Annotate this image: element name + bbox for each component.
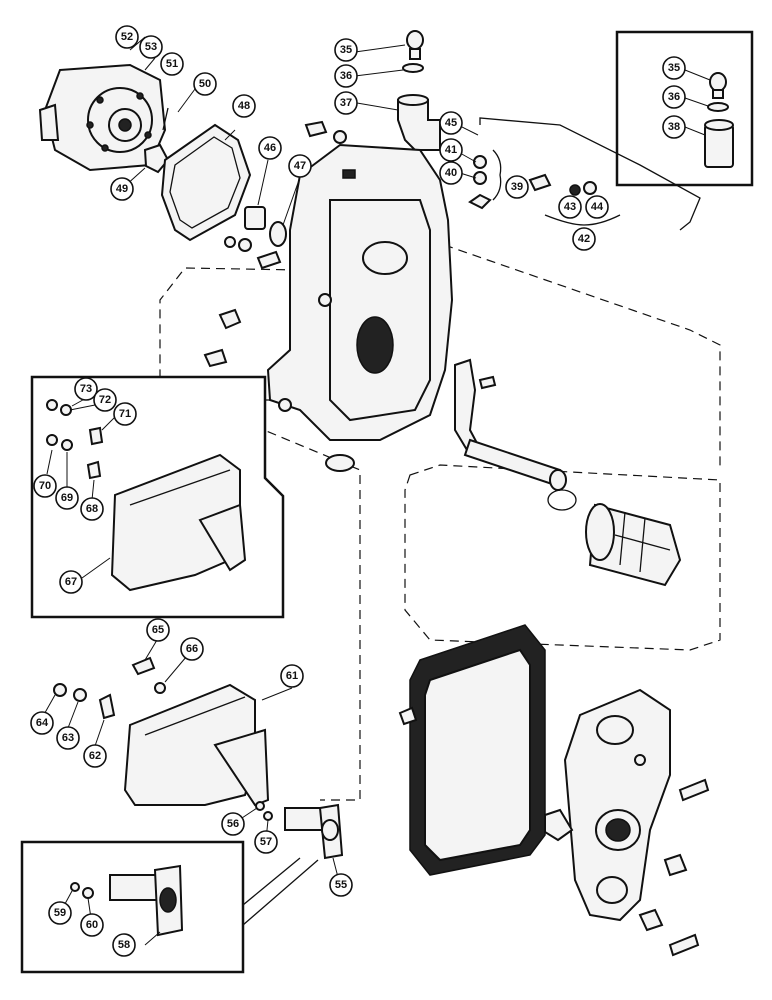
callout-number: 35 [340, 44, 352, 56]
callout: 40 [439, 161, 463, 185]
callout-number: 38 [668, 121, 680, 133]
callout-number: 42 [578, 233, 590, 245]
callout-number: 58 [118, 939, 130, 951]
callout-number: 61 [286, 670, 298, 682]
callout-number: 68 [86, 503, 98, 515]
callout-number: 70 [39, 480, 51, 492]
callout: 46 [258, 136, 282, 160]
shield-inset-box [30, 375, 285, 619]
callout: 50 [193, 72, 217, 96]
callout-number: 53 [145, 41, 157, 53]
callout: 36 [334, 64, 358, 88]
breather-cap-part [709, 72, 727, 99]
callout-number: 41 [445, 144, 457, 156]
callout-number: 73 [80, 383, 92, 395]
callout: 44 [585, 195, 609, 219]
callout: 72 [93, 388, 117, 412]
callout-number: 50 [199, 78, 211, 90]
callout: 51 [160, 52, 184, 76]
hydraulic-pump-part [38, 63, 167, 172]
callout: 62 [83, 744, 107, 768]
shaft-cap-part [255, 801, 344, 860]
callout-number: 65 [152, 624, 164, 636]
callout: 68 [80, 497, 104, 521]
filler-tube-part [704, 124, 734, 168]
callout-number: 64 [36, 717, 49, 729]
callout: 71 [113, 402, 137, 426]
callout-number: 36 [668, 91, 680, 103]
callout-number: 43 [564, 201, 576, 213]
callout: 53 [139, 35, 163, 59]
callout: 45 [439, 111, 463, 135]
callout-number: 56 [227, 818, 239, 830]
callout-number: 72 [99, 394, 111, 406]
callout-number: 51 [166, 58, 178, 70]
callout: 67 [59, 570, 83, 594]
callout: 35 [662, 56, 686, 80]
callout-number: 69 [61, 492, 73, 504]
pump-gasket-part [160, 123, 252, 242]
callout: 47 [288, 154, 312, 178]
callout-number: 60 [86, 919, 98, 931]
callout-number: 36 [340, 70, 352, 82]
breather-assembly [304, 30, 441, 151]
callout-number: 57 [260, 836, 272, 848]
rear-cover-gasket-part [409, 624, 546, 876]
callout-number: 37 [340, 97, 352, 109]
oil-tube-part [468, 117, 701, 231]
callout: 73 [74, 377, 98, 401]
callout: 39 [505, 175, 529, 199]
callout: 48 [232, 94, 256, 118]
breather-gasket-part [707, 102, 729, 112]
callout: 36 [662, 85, 686, 109]
pto-shield-part [53, 656, 270, 807]
callout: 37 [334, 91, 358, 115]
callout: 59 [48, 901, 72, 925]
callout-number: 63 [62, 732, 74, 744]
callout-number: 62 [89, 750, 101, 762]
callout-number: 40 [445, 167, 457, 179]
callout: 69 [55, 486, 79, 510]
callout: 49 [110, 177, 134, 201]
rear-cover-part [563, 688, 671, 922]
callout-number: 55 [335, 879, 347, 891]
callout-number: 46 [264, 142, 276, 154]
breather-inset-box [615, 30, 754, 187]
callout-number: 52 [121, 31, 133, 43]
callout-number: 49 [116, 183, 128, 195]
callout: 55 [329, 873, 353, 897]
callout: 64 [30, 711, 54, 735]
callout: 60 [80, 913, 104, 937]
cap-inset-box [20, 840, 245, 974]
callout: 56 [221, 812, 245, 836]
callout: 41 [439, 138, 463, 162]
shaft-assembly-part [454, 358, 682, 587]
main-housing-part [266, 143, 454, 441]
callout-number: 66 [186, 643, 198, 655]
callout: 65 [146, 618, 170, 642]
callout: 66 [180, 637, 204, 661]
callout-number: 67 [65, 576, 77, 588]
callout-number: 39 [511, 181, 523, 193]
callout-number: 71 [119, 408, 131, 420]
callout: 57 [254, 830, 278, 854]
callout: 35 [334, 38, 358, 62]
callout-number: 59 [54, 907, 66, 919]
callout-number: 44 [591, 201, 604, 213]
callout: 42 [572, 227, 596, 251]
callout: 38 [662, 115, 686, 139]
callout: 63 [56, 726, 80, 750]
callout: 58 [112, 933, 136, 957]
callout: 52 [115, 25, 139, 49]
callout-number: 47 [294, 160, 306, 172]
callout-number: 45 [445, 117, 457, 129]
callout-number: 35 [668, 62, 680, 74]
callout-number: 48 [238, 100, 250, 112]
callout: 61 [280, 664, 304, 688]
callout: 70 [33, 474, 57, 498]
callout: 43 [558, 195, 582, 219]
pump-coupling-part [143, 143, 170, 174]
